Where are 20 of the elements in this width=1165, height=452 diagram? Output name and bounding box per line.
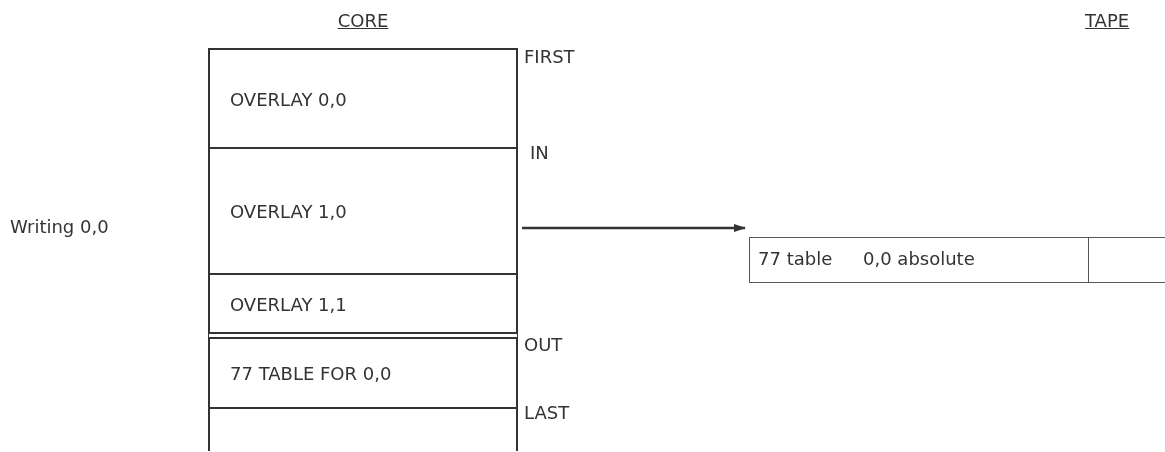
segment-label: OVERLAY 1,0 — [230, 200, 347, 222]
section-heading: TAPE — [1085, 10, 1130, 31]
record-field-text: 77 table — [758, 248, 833, 269]
tape-record — [749, 237, 1165, 283]
memory-segment — [208, 339, 518, 409]
memory-segment — [208, 50, 518, 149]
segment-label: OVERLAY 0,0 — [230, 88, 347, 109]
pointer-label: IN — [530, 142, 549, 163]
pointer-label: OUT — [524, 334, 563, 355]
memory-segment — [208, 149, 518, 275]
arrow — [522, 224, 746, 232]
record-field-text: 0,0 absolute — [863, 248, 975, 269]
pointer-label: LAST — [524, 402, 570, 423]
memory-segment — [208, 275, 518, 339]
segment-label: OVERLAY 1,1 — [230, 293, 347, 314]
row-label: Writing 0,0 — [10, 216, 109, 237]
empty-segment — [208, 409, 518, 451]
section-heading: CORE — [337, 10, 389, 31]
segment-label: 77 TABLE FOR 0,0 — [230, 362, 392, 384]
pointer-label: FIRST — [524, 46, 575, 67]
